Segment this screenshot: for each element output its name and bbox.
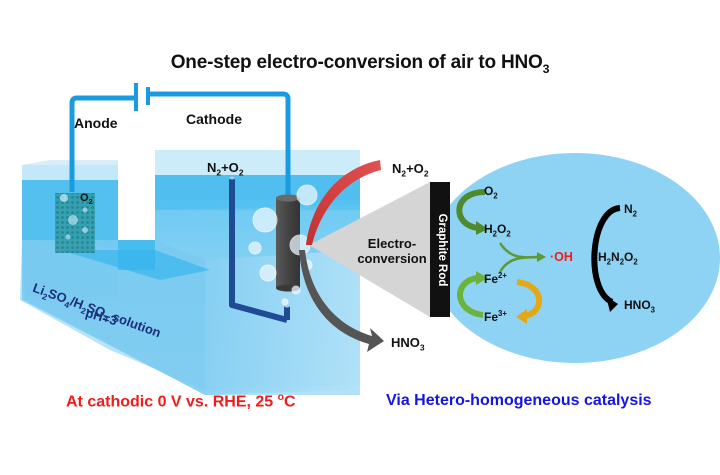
battery-symbol	[134, 83, 150, 111]
catalysis-caption: Via Hetero-homogeneous catalysis	[386, 392, 652, 409]
feed-gas-label: N2+O2	[207, 160, 244, 178]
cathode-label: Cathode	[186, 111, 242, 127]
mechanism-arrows	[456, 189, 621, 324]
input-gas-label: N2+O2	[392, 161, 429, 179]
diagram-title: One-step electro-conversion of air to HN…	[170, 52, 550, 76]
input-gas-arrow	[306, 160, 381, 245]
mech-h2o2: H2O2	[484, 222, 511, 239]
graphite-rod-bar	[430, 182, 450, 317]
mech-h2n2o2: H2N2O2	[598, 250, 638, 267]
mech-n2: N2	[624, 202, 638, 219]
output-hno3-label: HNO3	[391, 335, 425, 353]
mech-hydroxyl-radical: ·OH	[550, 250, 573, 264]
anode-electrode	[55, 193, 95, 253]
output-arrow	[299, 250, 384, 352]
electro-conversion-line2: conversion	[357, 251, 427, 266]
circuit-wire	[69, 91, 291, 198]
mech-hno3: HNO3	[624, 298, 656, 315]
anode-label: Anode	[74, 115, 118, 131]
mech-fe3: Fe3+	[484, 309, 507, 324]
mechanism-bubble	[430, 153, 720, 363]
zoom-cone	[309, 182, 430, 317]
graphite-rod-label: Graphite Rod	[436, 213, 448, 287]
electro-conversion-line1: Electro-	[367, 236, 417, 251]
anode-o2-label: O2	[80, 192, 93, 207]
mech-fe2: Fe2+	[484, 271, 507, 286]
condition-caption: At cathodic 0 V vs. RHE, 25 oC	[66, 392, 296, 411]
electro-conversion-label: Electro- conversion	[354, 236, 430, 266]
mech-o2: O2	[484, 184, 498, 201]
